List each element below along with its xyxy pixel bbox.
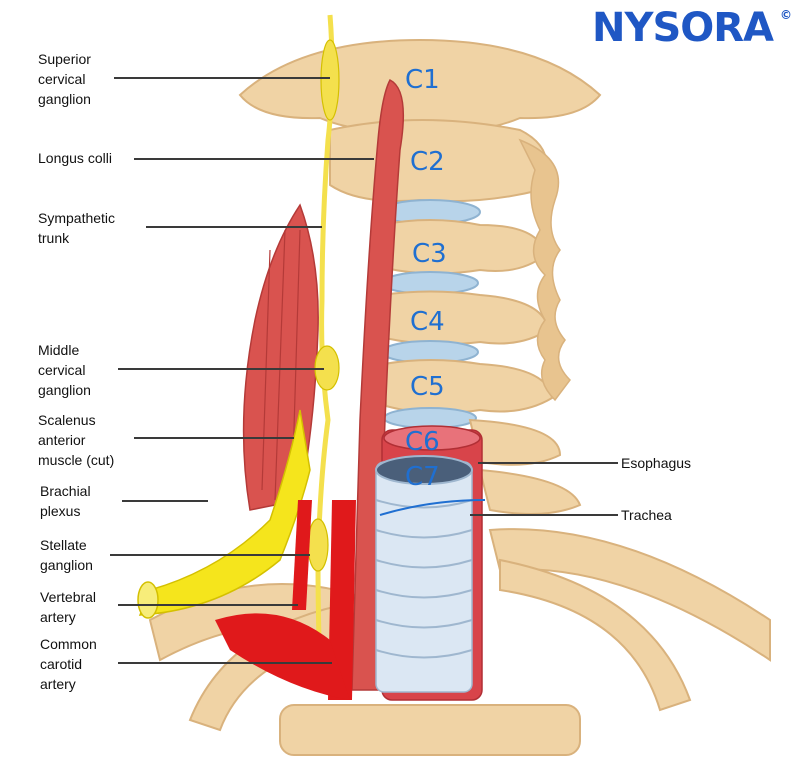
vertebra-c6-process [468,418,562,466]
leader-brachial-plexus [122,500,208,502]
plexus-cut-end [137,581,159,619]
vertebra-c4 [380,290,550,346]
disc-c5-c6 [383,407,477,429]
leader-scalenus-anterior [134,437,294,439]
superior-cervical-ganglion-shape [320,39,340,121]
label-middle-cervical-ganglion: Middle cervical ganglion [38,342,91,398]
annotation-c5: C5 [410,372,445,402]
label-scalenus-anterior: Scalenus anterior muscle (cut) [38,412,115,468]
leader-sympathetic-trunk [146,226,322,228]
trachea-top [375,455,473,485]
label-vertebral-artery: Vertebral artery [40,589,97,625]
nysora-logo: NYSORA © [592,5,792,51]
annotation-c2: C2 [410,147,445,177]
transverse-processes-right [518,138,571,402]
leader-middle-cervical-ganglion [118,368,324,370]
leader-superior-cervical-ganglion [114,77,330,79]
leader-esophagus [478,462,618,464]
leader-common-carotid-artery [118,662,332,664]
label-esophagus: Esophagus [621,455,692,471]
annotation-c4: C4 [410,307,445,337]
label-common-carotid-artery: Common carotid artery [40,636,97,692]
cricoid-annotation-line [379,499,486,516]
annotation-c3: C3 [412,239,447,269]
esophagus-top [383,425,481,451]
leader-stellate-ganglion [110,554,310,556]
trachea-rings [375,499,473,659]
logo-wordmark: NYSORA [592,5,774,51]
subclavian-artery-vessel [215,613,350,700]
brachial-plexus-nerve [138,409,311,616]
label-sympathetic-trunk: Sympathetic trunk [38,210,116,246]
copyright-mark: © [780,8,792,22]
label-stellate-ganglion: Stellate ganglion [40,537,93,573]
vertebra-c7-process [478,468,582,515]
leader-longus-colli [134,158,374,160]
vertebra-c3 [378,219,547,275]
leader-trachea [470,514,618,516]
stellate-ganglion-shape [307,518,329,572]
leader-vertebral-artery [118,604,298,606]
label-longus-colli: Longus colli [38,150,112,166]
annotation-c6: C6 [405,427,440,457]
right-clavicle [488,528,771,662]
annotation-c7: C7 [405,462,440,492]
common-carotid-vessel [328,500,356,700]
sternum-top [279,704,581,756]
label-trachea: Trachea [621,507,672,523]
annotation-c1: C1 [405,65,440,95]
first-rib-right [499,558,692,712]
label-brachial-plexus: Brachial plexus [40,483,91,519]
label-superior-cervical-ganglion: Superior cervical ganglion [38,51,91,107]
